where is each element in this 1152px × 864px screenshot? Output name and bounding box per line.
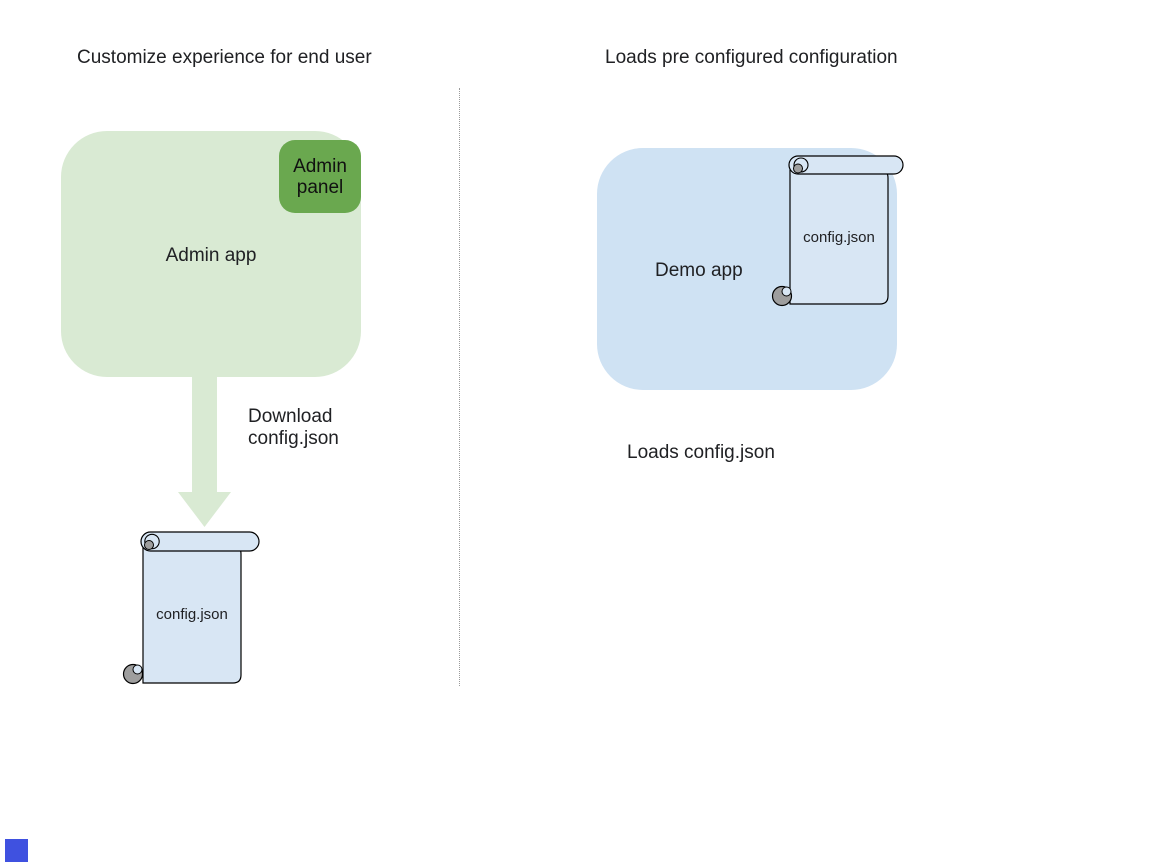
scroll-bottom-curl-inner [132, 664, 143, 675]
config-json-label-right: config.json [803, 229, 875, 246]
scroll-bottom-curl-inner [781, 286, 792, 297]
download-arrow-shape [178, 374, 231, 527]
scroll-top-spiral-inner [144, 540, 154, 550]
scroll-top-roll [140, 531, 260, 552]
config-json-label-left: config.json [156, 606, 228, 623]
loads-config-caption: Loads config.json [627, 442, 775, 463]
admin-panel-shape: Admin panel [279, 140, 361, 213]
scroll-top-roll [788, 155, 904, 175]
left-section-title: Customize experience for end user [77, 47, 372, 68]
config-json-scroll-right: config.json [771, 155, 904, 307]
corner-accent-square [5, 839, 28, 862]
admin-panel-label-line2: panel [296, 176, 344, 198]
download-caption-line1: Download [248, 406, 333, 427]
right-section-title: Loads pre configured configuration [605, 47, 898, 68]
download-arrow-icon [178, 374, 231, 527]
scroll-top-spiral-inner [793, 163, 803, 174]
config-json-scroll-left: config.json [122, 531, 260, 685]
download-caption: Download config.json [248, 406, 339, 450]
download-caption-line2: config.json [248, 428, 339, 449]
demo-app-label: Demo app [655, 260, 743, 281]
admin-app-label: Admin app [165, 245, 257, 266]
admin-panel-label-line1: Admin [293, 155, 347, 177]
section-divider [459, 88, 460, 686]
